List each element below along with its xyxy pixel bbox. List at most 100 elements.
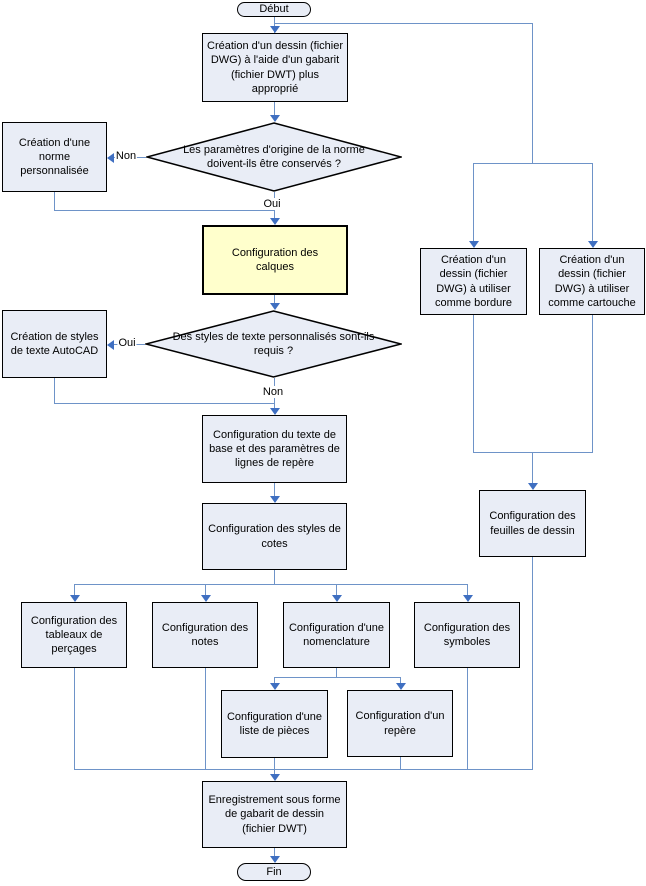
arrowhead-icon bbox=[270, 115, 280, 122]
flow-node-label: Configuration d'une liste de pièces bbox=[226, 710, 323, 737]
flow-node-save-template: Enregistrement sous forme de gabarit de … bbox=[202, 781, 347, 848]
arrowhead-icon bbox=[588, 241, 598, 248]
flow-node-label: Configuration du texte de base et des pa… bbox=[209, 428, 340, 470]
connector-line bbox=[467, 668, 468, 770]
connector-line bbox=[274, 758, 275, 775]
arrowhead-icon bbox=[107, 153, 114, 163]
connector-line bbox=[532, 557, 533, 770]
diamond-shape bbox=[145, 310, 402, 378]
arrowhead-icon bbox=[107, 340, 114, 350]
connector-line bbox=[400, 677, 401, 685]
edge-label-non-3: Non bbox=[261, 386, 285, 399]
flow-node-label: Les paramètres d'origine de la norme doi… bbox=[183, 143, 365, 170]
connector-line bbox=[74, 668, 75, 770]
arrowhead-icon bbox=[270, 856, 280, 863]
connector-line bbox=[274, 677, 275, 685]
connector-line bbox=[336, 668, 337, 678]
connector-line bbox=[74, 584, 75, 596]
connector-line bbox=[400, 757, 401, 770]
connector-line bbox=[473, 163, 593, 164]
arrowhead-icon bbox=[528, 483, 538, 490]
arrowhead-icon bbox=[270, 303, 280, 310]
connector-line bbox=[532, 452, 533, 484]
connector-line bbox=[274, 23, 533, 24]
flow-node-label: Fin bbox=[266, 865, 282, 878]
flow-node-balloon: Configuration d'un repère bbox=[347, 690, 453, 757]
arrowhead-icon bbox=[270, 408, 280, 415]
edge-label-oui-2: Oui bbox=[117, 337, 137, 350]
connector-line bbox=[274, 102, 275, 117]
edge-label-non-0: Non bbox=[114, 150, 138, 163]
arrowhead-icon bbox=[396, 683, 406, 690]
flow-node-label: Configuration des symboles bbox=[423, 621, 511, 648]
flow-node-label: Enregistrement sous forme de gabarit de … bbox=[208, 794, 341, 835]
connector-line bbox=[54, 210, 275, 211]
flow-node-label: Configuration des notes bbox=[161, 621, 249, 648]
connector-line bbox=[467, 584, 468, 596]
connector-line bbox=[54, 192, 55, 211]
connector-line bbox=[274, 295, 275, 304]
flow-node-create-drawing: Création d'un dessin (fichier DWG) à l'a… bbox=[202, 33, 348, 102]
flow-node-start: Début bbox=[237, 2, 311, 17]
flow-node-label: Des styles de texte personnalisés sont-i… bbox=[172, 330, 375, 357]
flow-node-notes: Configuration des notes bbox=[152, 602, 258, 668]
flow-node-label: Configuration d'un repère bbox=[355, 710, 445, 737]
flow-node-label: Configuration des styles de cotes bbox=[208, 523, 341, 550]
flow-node-label: Création d'une norme personnalisée bbox=[18, 136, 91, 178]
diamond-shape bbox=[146, 122, 402, 192]
flow-node-border-drawing: Création d'un dessin (fichier DWG) à uti… bbox=[420, 248, 527, 315]
arrowhead-icon bbox=[332, 595, 342, 602]
arrowhead-icon bbox=[270, 26, 280, 33]
connector-line bbox=[592, 163, 593, 241]
connector-line bbox=[532, 23, 533, 163]
flow-node-hole-tables: Configuration des tableaux de perçages bbox=[21, 602, 127, 668]
connector-line bbox=[205, 668, 206, 770]
flow-node-titleblock-drawing: Création d'un dessin (fichier DWG) à uti… bbox=[539, 248, 645, 315]
arrowhead-icon bbox=[201, 595, 211, 602]
flow-node-label: Création d'un dessin (fichier DWG) à l'a… bbox=[207, 39, 344, 95]
connector-line bbox=[592, 315, 593, 453]
connector-line bbox=[274, 677, 401, 678]
connector-line bbox=[274, 16, 275, 33]
flow-node-custom-norm: Création d'une norme personnalisée bbox=[2, 122, 107, 192]
flow-node-parts-list: Configuration d'une liste de pièces bbox=[221, 690, 328, 758]
flow-node-question-norm: Les paramètres d'origine de la norme doi… bbox=[146, 122, 402, 192]
arrowhead-icon bbox=[270, 774, 280, 781]
connector-line bbox=[473, 163, 474, 241]
connector-line bbox=[473, 452, 593, 453]
connector-line bbox=[74, 769, 533, 770]
edge-label-oui-1: Oui bbox=[262, 198, 282, 211]
connector-line bbox=[54, 403, 275, 404]
flow-node-end: Fin bbox=[237, 863, 311, 881]
connector-line bbox=[473, 315, 474, 453]
flow-node-dim-styles: Configuration des styles de cotes bbox=[202, 503, 347, 570]
arrowhead-icon bbox=[270, 496, 280, 503]
flow-node-layers: Configuration des calques bbox=[202, 225, 348, 295]
connector-line bbox=[54, 378, 55, 404]
flow-node-bom: Configuration d'une nomenclature bbox=[283, 602, 390, 668]
connector-line bbox=[274, 483, 275, 497]
flow-node-sheets: Configuration des feuilles de dessin bbox=[479, 490, 586, 557]
connector-line bbox=[205, 584, 206, 596]
arrowhead-icon bbox=[270, 218, 280, 225]
flow-node-label: Création de styles de texte AutoCAD bbox=[10, 330, 99, 357]
flow-node-label: Configuration des calques bbox=[231, 246, 319, 273]
flow-node-label: Début bbox=[259, 3, 289, 16]
flow-node-label: Configuration des feuilles de dessin bbox=[489, 510, 576, 537]
connector-line bbox=[274, 848, 275, 857]
arrowhead-icon bbox=[463, 595, 473, 602]
flow-node-label: Création d'un dessin (fichier DWG) à uti… bbox=[434, 253, 513, 309]
flow-node-text-styles: Création de styles de texte AutoCAD bbox=[2, 310, 107, 378]
flow-node-label: Configuration d'une nomenclature bbox=[288, 621, 385, 648]
arrowhead-icon bbox=[469, 241, 479, 248]
arrowhead-icon bbox=[270, 683, 280, 690]
flow-node-question-text-styles: Des styles de texte personnalisés sont-i… bbox=[145, 310, 402, 378]
arrowhead-icon bbox=[70, 595, 80, 602]
connector-line bbox=[336, 584, 337, 596]
connector-line bbox=[274, 570, 275, 584]
flow-node-label: Configuration des tableaux de perçages bbox=[30, 614, 118, 656]
flow-node-symbols: Configuration des symboles bbox=[414, 602, 520, 668]
connector-line bbox=[74, 584, 468, 585]
flow-node-base-text: Configuration du texte de base et des pa… bbox=[202, 415, 347, 483]
